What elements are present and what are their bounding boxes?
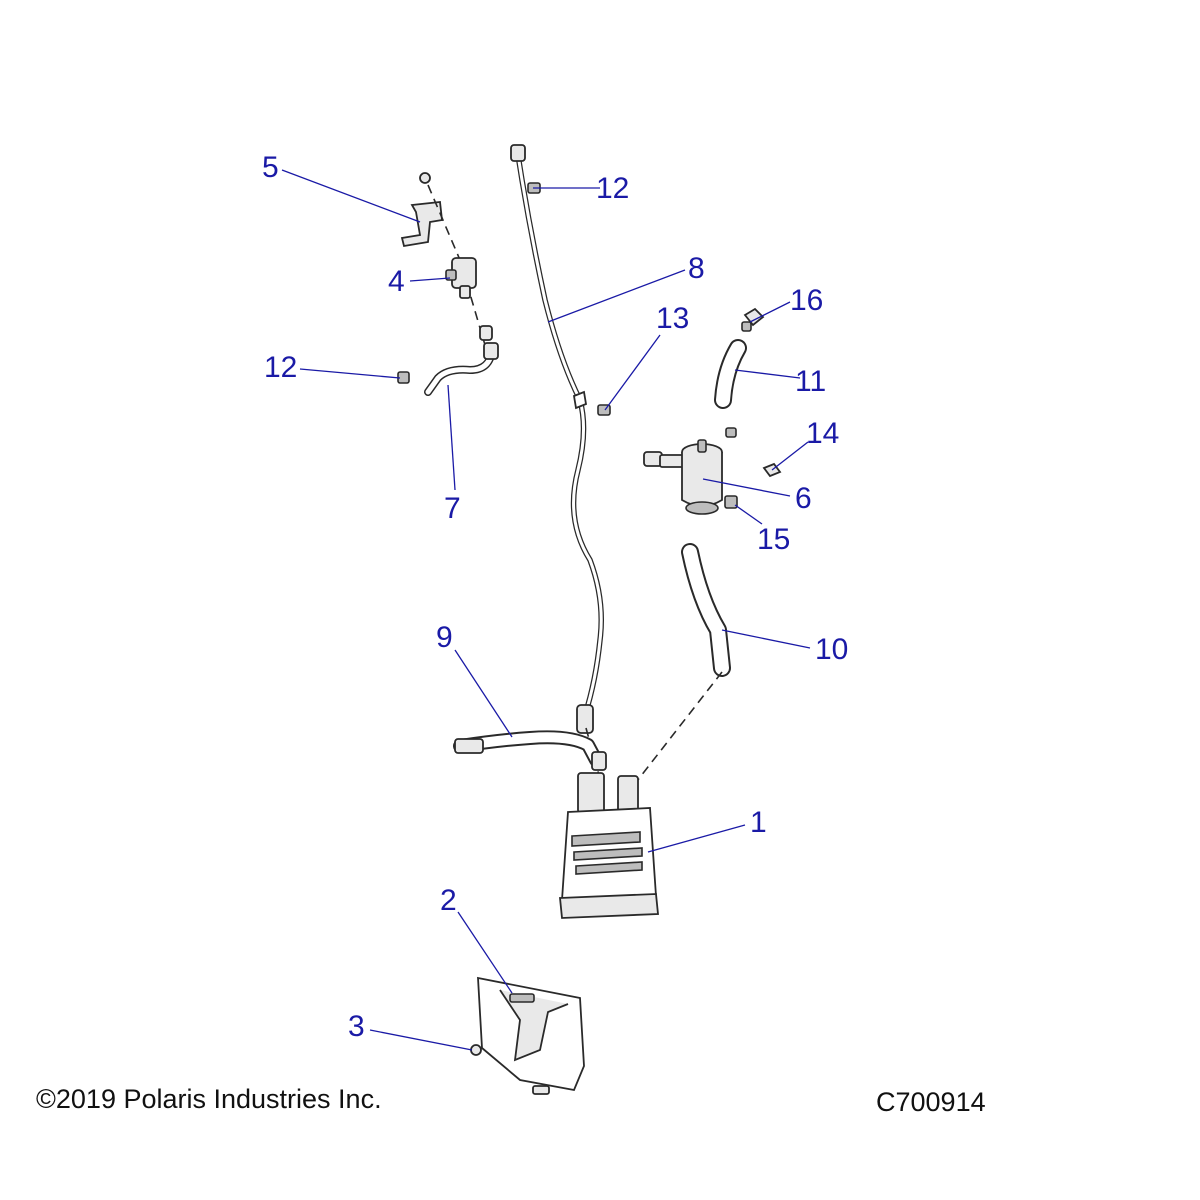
part-hose-7 — [424, 325, 499, 396]
callout-3: 3 — [348, 1010, 365, 1043]
callout-8: 8 — [688, 252, 705, 285]
callout-7: 7 — [444, 492, 461, 525]
part-fitting-16 — [741, 307, 765, 332]
callout-5: 5 — [262, 151, 279, 184]
callout-1: 1 — [750, 806, 767, 839]
callout-6: 6 — [795, 482, 812, 515]
part-canister-1 — [559, 772, 659, 919]
callout-13: 13 — [656, 302, 689, 335]
part-clip-15 — [724, 495, 738, 509]
part-bracket-2 — [477, 976, 585, 1092]
part-hose-11 — [714, 339, 747, 409]
copyright-notice: ©2019 Polaris Industries Inc. — [36, 1084, 382, 1114]
leader-lines — [281, 169, 811, 1051]
callout-16: 16 — [790, 284, 823, 317]
part-bracket-5 — [400, 172, 443, 248]
callout-12-upper: 12 — [596, 172, 629, 205]
callout-12-left: 12 — [264, 351, 297, 384]
alignment-line-right — [629, 671, 723, 791]
part-hose-10 — [681, 543, 731, 677]
part-vent-line — [510, 144, 604, 734]
figure-id: C700914 — [876, 1087, 986, 1117]
callout-9: 9 — [436, 621, 453, 654]
callout-2: 2 — [440, 884, 457, 917]
part-valve-4 — [445, 257, 477, 299]
callout-14: 14 — [806, 417, 839, 450]
callout-4: 4 — [388, 265, 405, 298]
callouts: 5 4 12 8 12 7 13 16 11 14 6 15 10 9 1 2 … — [262, 151, 848, 1043]
part-screw-3 — [470, 1044, 550, 1095]
callout-11: 11 — [795, 365, 826, 398]
callout-15: 15 — [757, 523, 790, 556]
callout-10: 10 — [815, 633, 848, 666]
part-filter-6 — [643, 427, 737, 515]
part-hose-9 — [453, 730, 607, 771]
